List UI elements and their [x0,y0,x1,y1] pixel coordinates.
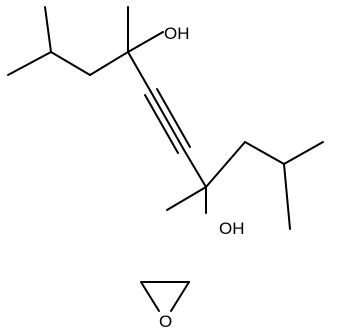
hydroxyl-label-bottom: OH [219,219,245,238]
bond-methyl-4 [283,163,291,230]
bond-alkyne-c-bottom [183,149,207,188]
hydroxyl-label-top: OH [164,24,190,43]
bond-methyl-3 [283,141,324,165]
triple-bond [144,88,191,154]
bond-c-oh-top [127,31,164,53]
bond-methyl-2 [44,6,52,53]
bond-c-ch2-right [205,141,246,188]
bond-ch-ch2-left [50,51,91,76]
bond-methyl-1 [7,51,52,76]
bond-epoxide-co-left [140,281,160,312]
bond-methyl-bottom [166,186,207,211]
epoxide-oxygen-label: O [159,312,172,331]
bond-epoxide-co-right [170,281,190,312]
bond-c-alkyne-top [127,51,152,93]
bond-ch2-ch-right [244,141,285,165]
bond-ch2-c-left [89,51,129,76]
